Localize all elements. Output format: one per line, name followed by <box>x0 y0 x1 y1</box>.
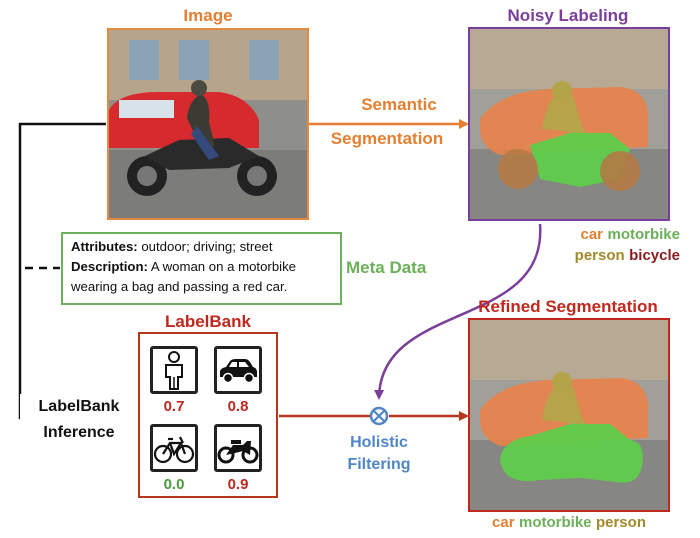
description-line: Description: A woman on a motorbike wear… <box>71 257 332 297</box>
labelbank-score-motorbike: 0.9 <box>227 476 249 493</box>
refined-legend-car: car <box>492 514 515 531</box>
refined-segmentation-title: Refined Segmentation <box>478 297 658 316</box>
holistic-label-line2: Filtering <box>347 456 411 473</box>
bicycle-icon <box>153 436 195 464</box>
meta-data-label: Meta Data <box>346 258 427 277</box>
refined-legend-motorbike: motorbike <box>519 514 592 531</box>
labelbank-score-person: 0.7 <box>163 398 185 415</box>
noisy-legend-person: person <box>574 247 625 264</box>
noisy-labeling-title: Noisy Labeling <box>507 6 629 25</box>
noisy-labeling-image <box>468 27 670 221</box>
inference-label-line2: Inference <box>43 424 115 441</box>
refined-legend-person: person <box>595 514 646 531</box>
labelbank-title: LabelBank <box>165 312 251 331</box>
labelbank-cell-person <box>150 346 198 394</box>
refined-segmentation-image <box>468 318 670 512</box>
attributes-line: Attributes: outdoor; driving; street <box>71 237 332 257</box>
description-value: A woman on a motorbike wearing a bag and… <box>71 259 297 294</box>
description-label: Description: <box>71 259 148 274</box>
semantic-label-line1: Semantic <box>361 95 437 114</box>
semantic-label-line2: Segmentation <box>330 129 444 148</box>
labelbank-score-bicycle: 0.0 <box>163 476 185 493</box>
holistic-filter-node <box>369 406 389 426</box>
noisy-legend-motorbike: motorbike <box>607 226 680 243</box>
noisy-legend: car motorbike person bicycle <box>530 224 680 266</box>
labelbank-inference-label: LabelBank Inference <box>20 394 138 446</box>
noisy-legend-row2: person bicycle <box>530 245 680 266</box>
noisy-legend-row1: car motorbike <box>530 224 681 245</box>
person-icon <box>165 351 183 390</box>
holistic-filtering-label: Holistic Filtering <box>320 432 438 476</box>
car-icon <box>220 359 257 384</box>
source-image <box>107 28 309 220</box>
labelbank-cell-bicycle <box>150 424 198 472</box>
labelbank-box: 0.7 0.8 0.0 0.9 <box>138 332 278 498</box>
arrow-noisy-to-filter <box>374 223 542 400</box>
image-title: Image <box>183 6 233 25</box>
holistic-label-line1: Holistic <box>350 434 408 451</box>
labelbank-score-car: 0.8 <box>227 398 249 415</box>
attributes-label: Attributes: <box>71 239 138 254</box>
attributes-value: outdoor; driving; street <box>141 239 273 254</box>
refined-legend: car motorbike person <box>460 514 678 532</box>
noisy-legend-car: car <box>580 226 604 243</box>
meta-data-box: Attributes: outdoor; driving; street Des… <box>61 232 342 305</box>
semantic-segmentation-label: Semantic Segmentation <box>312 95 462 148</box>
noisy-legend-bicycle: bicycle <box>629 247 680 264</box>
inference-label-line1: LabelBank <box>38 398 120 415</box>
labelbank-cell-motorbike <box>214 424 262 472</box>
motorbike-icon <box>217 440 259 464</box>
labelbank-cell-car <box>214 346 262 394</box>
